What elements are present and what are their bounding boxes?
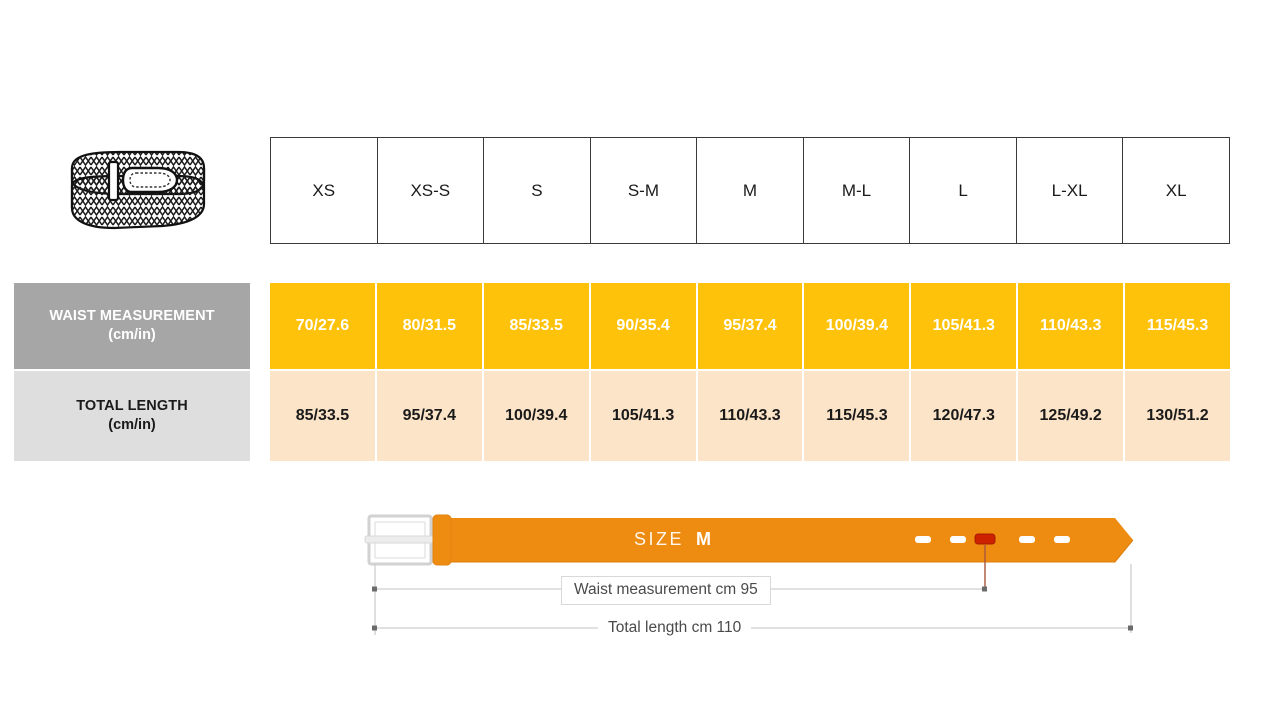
belt-size-value: M xyxy=(696,529,712,549)
size-cell-l: L xyxy=(909,137,1017,244)
belt-hole-0 xyxy=(915,536,931,543)
waist-value-s: 85/33.5 xyxy=(483,283,591,369)
waist-values: 70/27.6 80/31.5 85/33.5 90/35.4 95/37.4 … xyxy=(270,283,1231,369)
total-length-dimension-line xyxy=(372,625,1133,631)
belt-measurement-diagram xyxy=(355,500,1155,650)
length-value-l-xl: 125/49.2 xyxy=(1018,371,1126,461)
belt-diagram-svg xyxy=(364,514,1134,635)
waist-value-l: 105/41.3 xyxy=(911,283,1019,369)
belt-holes xyxy=(915,533,1070,545)
belt-buckle xyxy=(364,514,438,566)
belt-keeper-loop xyxy=(432,514,452,566)
waist-measurement-row: WAIST MEASUREMENT (cm/in) 70/27.6 80/31.… xyxy=(14,283,1231,369)
total-length-label-line2: (cm/in) xyxy=(108,417,156,433)
waist-value-l-xl: 110/43.3 xyxy=(1018,283,1126,369)
table-row-sizes: XS XS-S S S-M M M-L L L-XL XL xyxy=(270,137,1230,244)
dimension-extension-lines xyxy=(374,564,1132,635)
size-cell-m: M xyxy=(696,137,804,244)
belt-hole-4 xyxy=(1054,536,1070,543)
size-cell-xs: XS xyxy=(270,137,378,244)
total-length-values: 85/33.5 95/37.4 100/39.4 105/41.3 110/43… xyxy=(270,371,1231,461)
belt-hole-active xyxy=(974,533,996,545)
belt-strap xyxy=(373,518,1134,563)
length-value-l: 120/47.3 xyxy=(911,371,1019,461)
waist-row-label: WAIST MEASUREMENT (cm/in) xyxy=(14,283,250,369)
size-cell-m-l: M-L xyxy=(802,137,911,244)
size-header-table: XS XS-S S S-M M M-L L L-XL XL xyxy=(270,137,1230,244)
length-value-s-m: 105/41.3 xyxy=(590,371,698,461)
waist-value-xs: 70/27.6 xyxy=(270,283,377,369)
waist-measurement-label: Waist measurement cm 95 xyxy=(561,576,771,605)
waist-value-xl: 115/45.3 xyxy=(1125,283,1231,369)
belt-hole-3 xyxy=(1019,536,1035,543)
waist-value-m: 95/37.4 xyxy=(697,283,805,369)
braided-belt-illustration xyxy=(58,146,213,238)
total-length-label-line1: TOTAL LENGTH xyxy=(76,397,188,414)
waist-row-label-line2: (cm/in) xyxy=(108,327,156,343)
size-cell-xl: XL xyxy=(1122,137,1230,244)
belt-size-prefix: SIZE xyxy=(634,529,685,549)
length-value-m-l: 115/45.3 xyxy=(804,371,912,461)
total-length-row-label: TOTAL LENGTH (cm/in) xyxy=(14,371,250,461)
size-cell-l-xl: L-XL xyxy=(1015,137,1124,244)
size-cell-s-m: S-M xyxy=(589,137,698,244)
length-value-xs: 85/33.5 xyxy=(270,371,377,461)
length-value-xs-s: 95/37.4 xyxy=(376,371,484,461)
length-value-m: 110/43.3 xyxy=(697,371,805,461)
length-value-xl: 130/51.2 xyxy=(1125,371,1231,461)
size-cell-xs-s: XS-S xyxy=(376,137,485,244)
length-value-s: 100/39.4 xyxy=(483,371,591,461)
waist-value-m-l: 100/39.4 xyxy=(804,283,912,369)
waist-value-xs-s: 80/31.5 xyxy=(376,283,484,369)
braided-belt-icon xyxy=(70,150,206,230)
size-cell-s: S xyxy=(483,137,591,244)
total-length-label: Total length cm 110 xyxy=(598,617,752,639)
belt-hole-1 xyxy=(950,536,966,543)
waist-value-s-m: 90/35.4 xyxy=(590,283,698,369)
total-length-row: TOTAL LENGTH (cm/in) 85/33.5 95/37.4 100… xyxy=(14,371,1231,461)
waist-row-label-line1: WAIST MEASUREMENT xyxy=(49,307,215,324)
belt-size-tag: SIZE M xyxy=(634,529,711,550)
